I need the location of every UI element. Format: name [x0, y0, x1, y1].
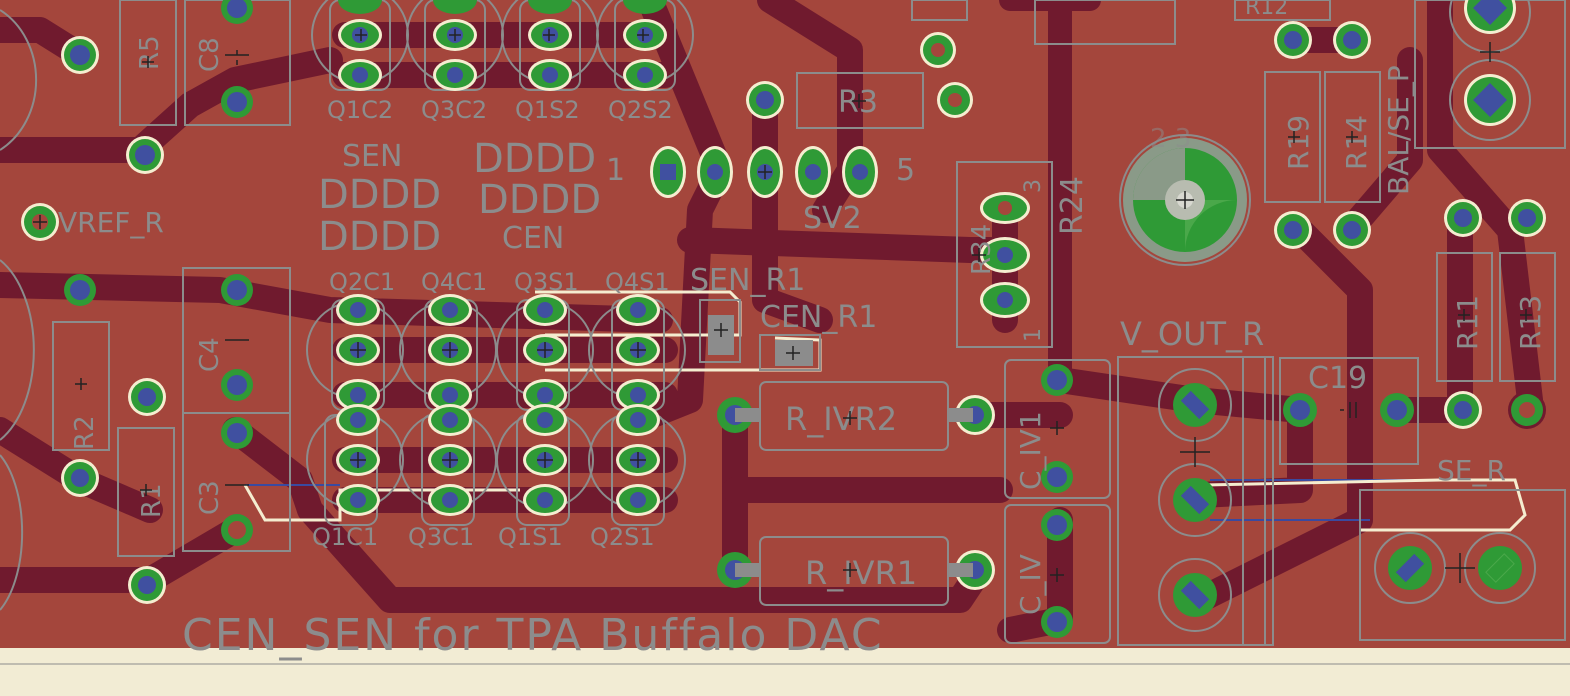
pad[interactable] — [1333, 21, 1371, 59]
label-q4s1: Q4S1 — [605, 268, 670, 296]
smd-pads[interactable] — [708, 315, 813, 366]
pad[interactable] — [920, 32, 956, 68]
pad[interactable] — [1283, 393, 1317, 427]
label-r-ivr1: R_IVR1 — [805, 554, 917, 592]
label-r34: R34 — [967, 224, 997, 275]
silkscreen-labels: R5 C8 Q1C2 Q3C2 Q1S2 Q2S2 SEN DDDD DDDD … — [58, 0, 1547, 661]
pad[interactable] — [717, 552, 760, 588]
label-sv2: SV2 — [803, 201, 862, 236]
pad[interactable] — [937, 82, 973, 118]
label-q1s2: Q1S2 — [515, 96, 580, 124]
label-pin-5: 5 — [896, 153, 915, 188]
label-q3s1: Q3S1 — [514, 268, 579, 296]
label-q4c1: Q4C1 — [421, 268, 487, 296]
label-c3: C3 — [195, 480, 225, 515]
pad[interactable] — [61, 36, 99, 74]
label-dddd-2: DDDD — [318, 214, 441, 260]
label-dddd-4: DDDD — [478, 177, 601, 223]
label-dddd-3: DDDD — [473, 136, 596, 182]
origin-markers — [33, 29, 1532, 583]
label-c-iv1: C_IV1 — [1014, 411, 1047, 490]
pad[interactable] — [1380, 393, 1414, 427]
label-r24: R24 — [1055, 176, 1090, 235]
pad[interactable] — [1041, 509, 1073, 541]
label-r-ivr2: R_IVR2 — [785, 400, 897, 438]
label-r5: R5 — [135, 35, 165, 70]
pad[interactable] — [1464, 74, 1516, 126]
label-bal-se: BAL/SE_P — [1382, 65, 1415, 195]
pad[interactable] — [948, 550, 995, 590]
v-out-terminal-pads[interactable] — [1173, 383, 1217, 617]
pad[interactable] — [1041, 606, 1073, 638]
se-r-terminal-pads[interactable] — [1388, 546, 1522, 590]
pad[interactable] — [221, 86, 253, 118]
r24-trimmer-pads[interactable] — [980, 192, 1030, 318]
pad[interactable] — [1464, 0, 1516, 34]
label-cen: CEN — [502, 221, 564, 256]
pad[interactable] — [221, 369, 253, 401]
label-r11: R11 — [1451, 295, 1484, 350]
label-sen: SEN — [342, 139, 402, 174]
label-cen-r1: CEN_R1 — [760, 300, 877, 335]
pad[interactable] — [1274, 211, 1312, 249]
label-vref-r: VREF_R — [58, 206, 164, 239]
label-c-iv: C_IV — [1014, 554, 1047, 615]
pad[interactable] — [221, 514, 253, 546]
pad[interactable] — [1444, 199, 1482, 237]
label-q2s2: Q2S2 — [608, 96, 673, 124]
label-q2s1: Q2S1 — [590, 523, 655, 551]
pad[interactable] — [64, 274, 96, 306]
pad[interactable] — [717, 397, 760, 433]
label-r2: R2 — [70, 415, 100, 450]
label-r3: R3 — [838, 85, 878, 120]
label-r1: R1 — [137, 483, 167, 518]
label-r12: R12 — [1245, 0, 1288, 20]
pad[interactable] — [1274, 21, 1312, 59]
pad[interactable] — [746, 81, 784, 119]
label-pin-1b: 1 — [1021, 328, 1046, 342]
pad[interactable] — [1508, 199, 1546, 237]
label-c8: C8 — [195, 37, 225, 72]
board-title: CEN_SEN for TPA Buffalo DAC — [182, 610, 884, 661]
pad[interactable] — [221, 0, 253, 24]
pad[interactable] — [126, 136, 164, 174]
pad[interactable] — [1508, 391, 1546, 429]
label-q3c2: Q3C2 — [421, 96, 487, 124]
label-se-r: SE_R — [1437, 454, 1506, 487]
label-pin-1: 1 — [606, 153, 625, 188]
label-r14: R14 — [1340, 115, 1373, 170]
label-q2c1: Q2C1 — [329, 268, 395, 296]
pad[interactable] — [1041, 364, 1073, 396]
label-r19: R19 — [1282, 115, 1315, 170]
pad-col-1 — [336, 294, 380, 516]
label-q1c2: Q1C2 — [327, 96, 393, 124]
pad[interactable] — [61, 459, 99, 497]
label-pin-3: 3 — [1021, 179, 1046, 193]
pad[interactable] — [948, 395, 995, 435]
pad[interactable] — [1444, 391, 1482, 429]
label-v-out-r: V_OUT_R — [1120, 315, 1264, 353]
pad[interactable] — [1333, 211, 1371, 249]
pad[interactable] — [128, 378, 166, 416]
label-q1s1: Q1S1 — [498, 523, 563, 551]
label-q3c1: Q3C1 — [408, 523, 474, 551]
pad[interactable] — [221, 274, 253, 306]
pad[interactable] — [128, 566, 166, 604]
label-dddd-1: DDDD — [318, 172, 441, 218]
pad[interactable] — [1041, 461, 1073, 493]
label-q1c1: Q1C1 — [312, 523, 378, 551]
label-sen-r1: SEN_R1 — [690, 263, 805, 298]
label-pot-pins: 2 3 — [1150, 124, 1191, 154]
label-r13: R13 — [1514, 295, 1547, 350]
label-c4: C4 — [195, 337, 225, 372]
pad[interactable] — [221, 417, 253, 449]
label-c19: C19 — [1308, 361, 1367, 396]
